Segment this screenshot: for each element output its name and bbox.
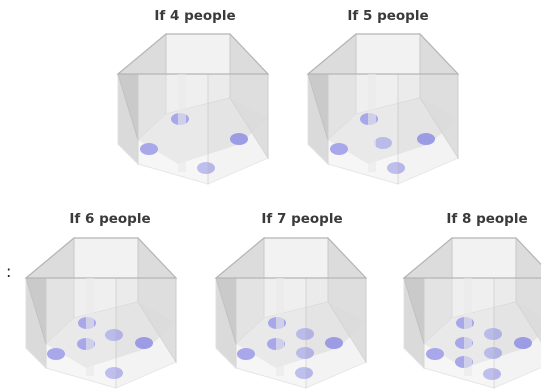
box-8-people [404,238,541,388]
box-4-people [118,34,268,184]
box-front-right-wall [306,278,366,388]
box-front-edge [368,74,376,172]
box-5-people [308,34,458,184]
box-front-wall [424,278,494,388]
box-front-edge [86,278,94,376]
box-front-right-wall [208,74,268,184]
box-front-wall [46,278,116,388]
box-front-wall [328,74,398,184]
box-front-edge [178,74,186,172]
panel-label-4: If 4 people [125,8,265,24]
box-7-people [216,238,366,388]
box-front-wall [138,74,208,184]
box-front-right-wall [116,278,176,388]
panel-label-7: If 7 people [232,211,372,227]
box-front-wall [236,278,306,388]
panel-label-6: If 6 people [40,211,180,227]
separator-colon: : [6,262,11,281]
panel-label-5: If 5 people [318,8,458,24]
box-front-right-wall [494,278,541,388]
box-front-edge [276,278,284,376]
box-left-wall [308,74,328,164]
box-6-people [26,238,176,388]
box-left-wall [216,278,236,368]
box-left-wall [404,278,424,368]
box-front-edge [464,278,472,376]
panel-label-8: If 8 people [417,211,541,227]
box-left-wall [26,278,46,368]
box-front-right-wall [398,74,458,184]
box-left-wall [118,74,138,164]
